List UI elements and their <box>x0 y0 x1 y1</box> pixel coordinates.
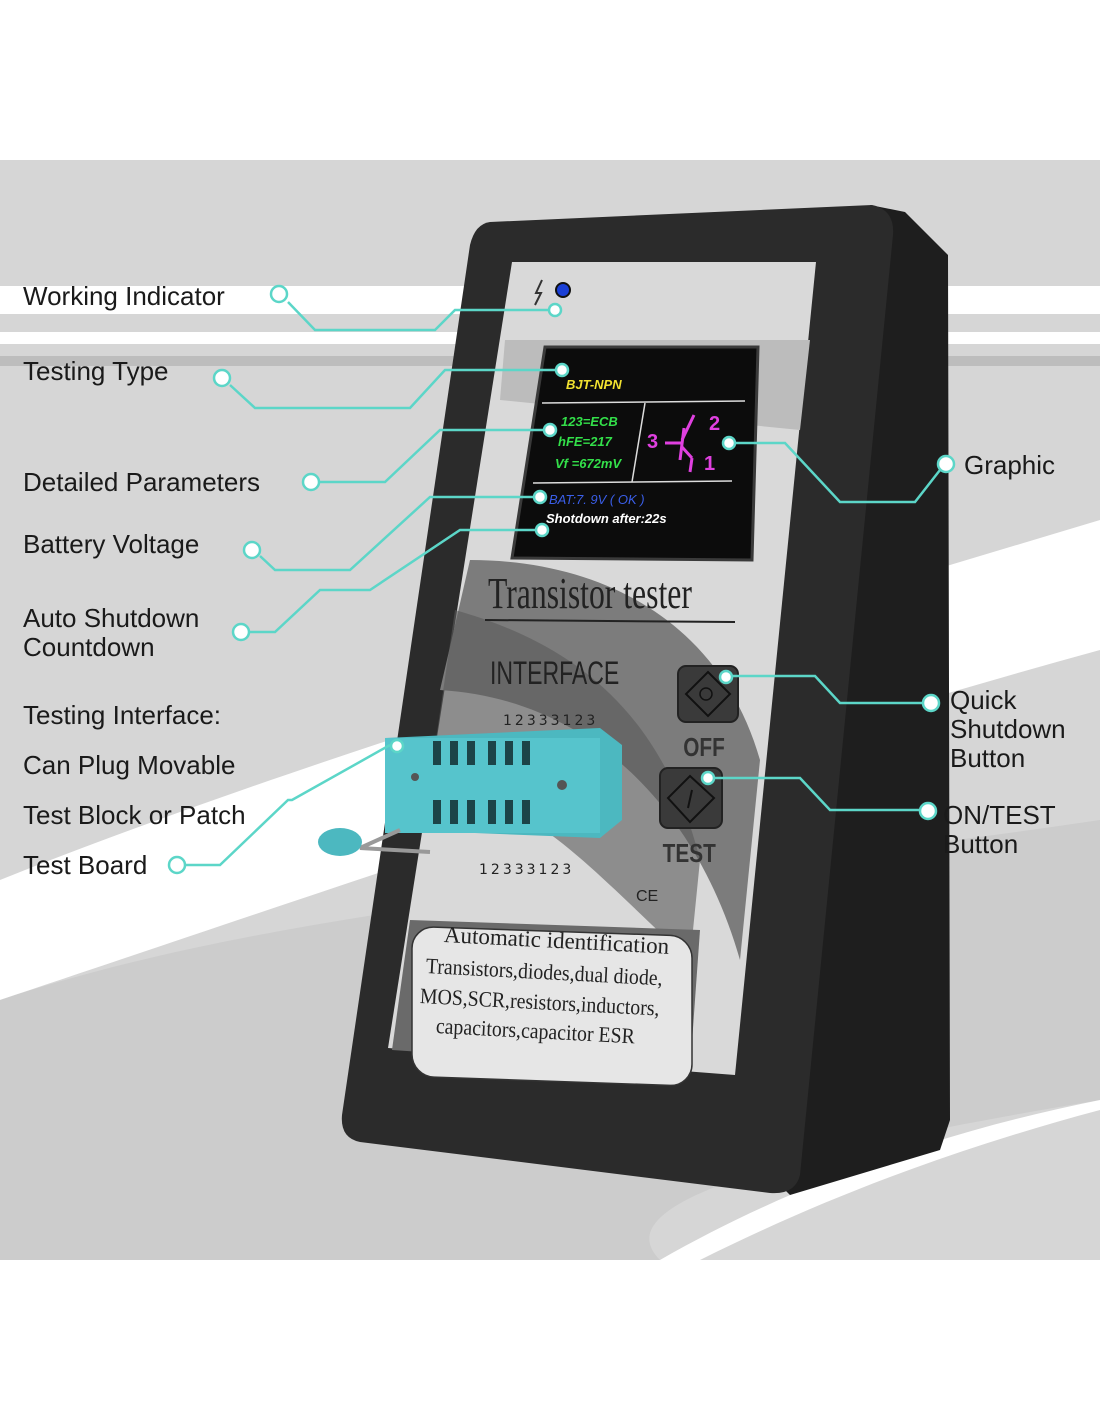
label-line: ON/TEST <box>943 800 1056 830</box>
background-swoosh <box>660 1100 1100 1260</box>
screen-divider <box>541 400 746 404</box>
pin-numbers-top: 12333123 <box>503 713 599 729</box>
screen-test-type: BJT-NPN <box>566 377 622 392</box>
label-testing-interface-4: Test Board <box>23 850 148 880</box>
pin-numbers-bottom: 12333123 <box>479 862 575 878</box>
label-testing-interface-2: Can Plug Movable <box>23 750 236 780</box>
label-quick-shutdown: Quick Shutdown Button <box>950 686 1066 773</box>
ce-mark: CE <box>636 888 659 905</box>
screen-shutdown: Shotdown after:22s <box>546 511 667 526</box>
label-battery-voltage: Battery Voltage <box>23 529 200 559</box>
label-graphic: Graphic <box>964 450 1056 480</box>
transistor-symbol-icon <box>665 414 696 473</box>
lightning-icon <box>534 279 543 306</box>
off-label: OFF <box>683 732 725 762</box>
label-on-test: ON/TEST Button <box>943 801 1056 859</box>
screen-divider <box>631 402 646 483</box>
label-testing-type: Testing Type <box>23 356 169 386</box>
label-testing-interface-3: Test Block or Patch <box>23 800 246 830</box>
feature-box <box>411 926 693 1087</box>
label-line: Auto Shutdown <box>23 603 200 633</box>
label-line: Button <box>943 829 1019 859</box>
device-side <box>785 205 950 1195</box>
label-line: Countdown <box>23 632 155 662</box>
label-line: Button <box>950 743 1026 773</box>
working-led-icon <box>555 282 571 298</box>
label-line: Quick <box>950 685 1017 715</box>
test-label: TEST <box>662 838 716 868</box>
zif-test-socket[interactable] <box>318 728 622 856</box>
title-underline <box>484 619 736 623</box>
label-working-indicator: Working Indicator <box>23 281 225 311</box>
label-detailed-parameters: Detailed Parameters <box>23 467 260 497</box>
device-title: Transistor tester <box>488 569 692 618</box>
screen-hfe: hFE=217 <box>558 434 612 449</box>
screen-battery: BAT:7. 9V ( OK ) <box>549 492 645 507</box>
callout-lines <box>186 301 941 867</box>
label-line: Shutdown <box>950 714 1066 744</box>
lcd-screen <box>510 345 760 562</box>
label-auto-shutdown: Auto Shutdown Countdown <box>23 604 199 662</box>
screen-pin-order: 123=ECB <box>561 414 618 429</box>
screen-pin-collector: 2 <box>709 413 721 435</box>
screen-vf: Vf =672mV <box>555 456 622 471</box>
label-testing-interface-1: Testing Interface: <box>23 700 221 730</box>
interface-label: INTERFACE <box>490 655 620 691</box>
callout-dots <box>167 284 956 875</box>
screen-pin-emitter: 1 <box>704 453 716 475</box>
screen-pin-base: 3 <box>647 431 659 453</box>
